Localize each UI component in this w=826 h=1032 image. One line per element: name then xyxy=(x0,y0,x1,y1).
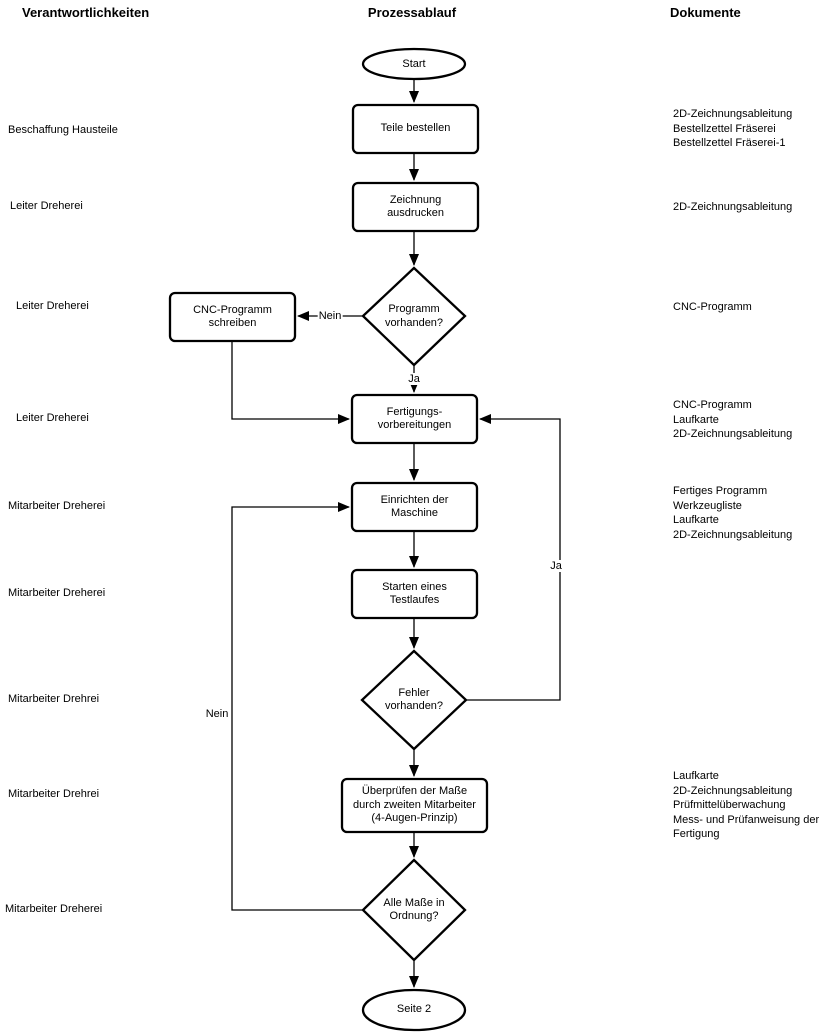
document-group: 2D-Zeichnungsableitung xyxy=(673,200,792,215)
document-item: 2D-Zeichnungsableitung xyxy=(673,108,793,120)
document-item: CNC-Programm xyxy=(673,399,752,411)
document-item: Fertiges Programm xyxy=(673,485,768,497)
document-group: Fertiges Programm Werkzeugliste Laufkart… xyxy=(673,484,792,542)
edge-decision2-ja-loop xyxy=(467,414,561,701)
order-parts-shape xyxy=(351,103,480,155)
lane-label: Leiter Dreherei xyxy=(16,300,89,312)
dimensions-ok-decision-label: Alle Maße in Ordnung? xyxy=(383,896,445,923)
start-test-run-label: Starten eines Testlaufes xyxy=(382,580,447,607)
start-terminator-label: Start xyxy=(402,57,426,70)
document-group: 2D-Zeichnungsableitung Bestellzettel Frä… xyxy=(673,107,792,151)
check-dimensions-shape xyxy=(340,777,489,834)
column-header-process: Prozessablauf xyxy=(367,5,457,20)
document-item: Bestellzettel Fräserei xyxy=(673,122,776,135)
document-group: Laufkarte 2D-Zeichnungsableitung Prüfmit… xyxy=(673,769,826,842)
document-item: 2D-Zeichnungsableitung xyxy=(673,201,793,213)
lane-label: Mitarbeiter Dreherei xyxy=(8,587,106,599)
document-item: Werkzeugliste xyxy=(673,499,742,512)
document-group: CNC-Programm Laufkarte 2D-Zeichnungsable… xyxy=(673,398,792,442)
lane-label: Mitarbeiter Drehrei xyxy=(8,788,100,800)
document-item: 2D-Zeichnungsableitung xyxy=(673,528,793,541)
write-cnc-program-shape xyxy=(168,291,297,343)
order-parts-label: Teile bestellen xyxy=(380,122,451,135)
document-item: 2D-Zeichnungsableitung xyxy=(673,784,793,797)
document-group: CNC-Programm xyxy=(673,300,752,315)
document-item: Bestellzettel Fräserei-1 xyxy=(673,137,786,149)
lane-label: Mitarbeiter Dreherei xyxy=(5,903,103,915)
document-item: Laufkarte xyxy=(673,770,719,782)
document-item: Laufkarte xyxy=(673,514,719,526)
print-drawing-shape xyxy=(351,181,480,233)
edge-label-nein: Nein xyxy=(317,310,343,322)
document-item: 2D-Zeichnungsableitung xyxy=(673,428,793,440)
start-terminator-shape xyxy=(361,47,467,81)
lane-label: Leiter Dreherei xyxy=(16,412,89,424)
edge-decision3-nein-loop xyxy=(231,502,362,911)
setup-machine-shape xyxy=(350,481,479,533)
lane-label: Mitarbeiter Dreherei xyxy=(8,500,106,512)
production-preparation-shape xyxy=(350,393,479,445)
print-drawing-label: Zeichnung ausdrucken xyxy=(387,193,444,220)
document-item: Prüfmittelüberwachung xyxy=(673,799,786,811)
write-cnc-program-label: CNC-Programm schreiben xyxy=(193,303,272,330)
dimensions-ok-decision-shape xyxy=(361,858,467,962)
page2-terminator-shape xyxy=(361,988,467,1032)
production-preparation-label: Fertigungs- vorbereitungen xyxy=(377,405,452,432)
document-item: Laufkarte xyxy=(673,413,719,426)
lane-label: Leiter Dreherei xyxy=(10,200,83,212)
column-header-documents: Dokumente xyxy=(670,5,741,20)
check-dimensions-label: Überprüfen der Maße durch zweiten Mitarb… xyxy=(353,785,476,825)
edge-label-nein-loop: Nein xyxy=(204,708,230,720)
lane-label: Beschaffung Hausteile xyxy=(8,124,118,136)
setup-machine-label: Einrichten der Maschine xyxy=(380,493,449,520)
edge-cnc-to-preparation xyxy=(231,342,350,424)
program-available-decision-label: Programm vorhanden? xyxy=(384,303,444,329)
document-item: Mess- und Prüfanweisung der Fertigung xyxy=(673,813,820,841)
edge-label-ja-loop: Ja xyxy=(549,560,563,572)
errors-present-decision-label: Fehler vorhanden? xyxy=(384,686,444,713)
page2-terminator-label: Seite 2 xyxy=(396,1003,432,1016)
program-available-decision-shape xyxy=(361,266,467,367)
errors-present-decision-shape xyxy=(360,649,468,751)
edge-label-ja: Ja xyxy=(407,373,421,385)
document-item: CNC-Programm xyxy=(673,301,752,313)
start-test-run-shape xyxy=(350,568,479,620)
lane-label: Mitarbeiter Drehrei xyxy=(8,693,100,705)
column-header-responsibilities: Verantwortlichkeiten xyxy=(22,5,150,20)
